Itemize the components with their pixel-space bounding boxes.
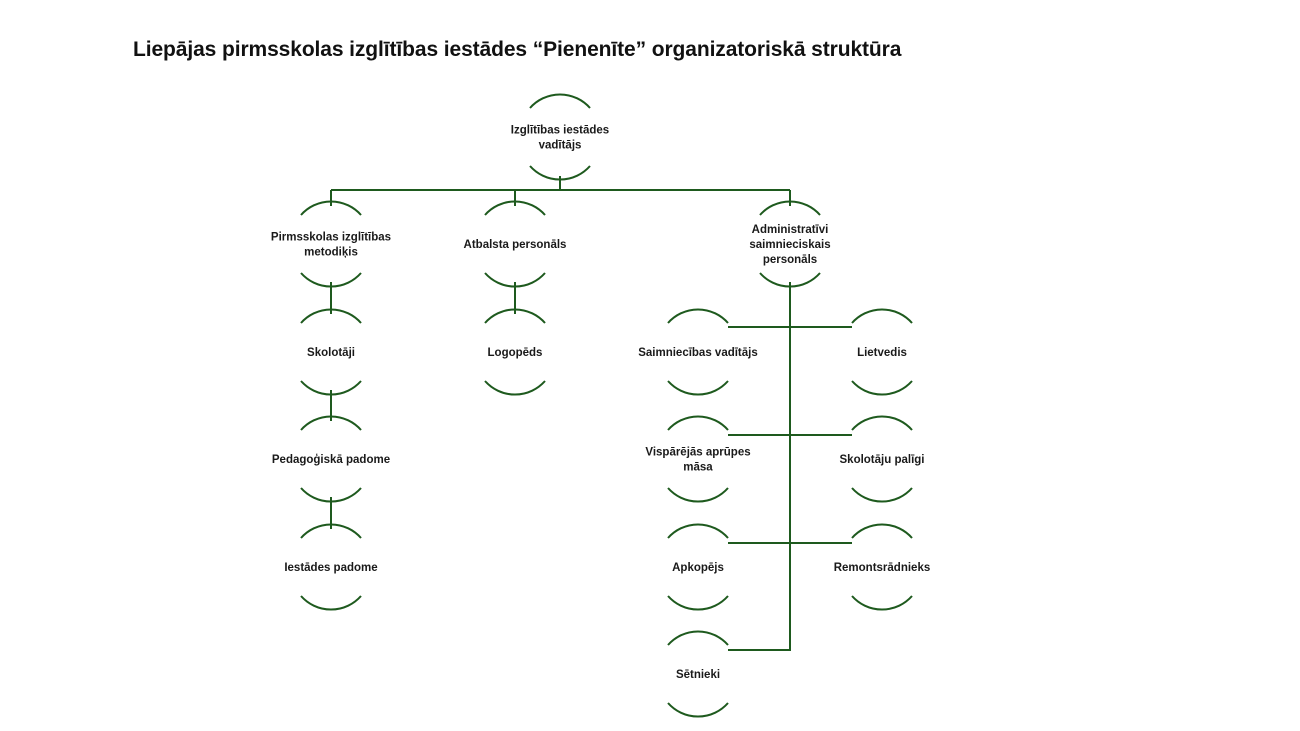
node-top-arc [300,200,362,216]
node-bottom-arc [667,702,729,718]
connector-line [728,282,791,651]
node-bottom-arc [667,595,729,611]
node-top-arc [759,200,821,216]
node-bottom-arc [759,272,821,288]
node-label: Remontsrādnieks [834,562,931,574]
org-node-nurse: Vispārējās aprūpes māsa [645,415,751,503]
node-label: Iestādes padome [284,562,377,574]
node-top-arc [300,308,362,324]
org-node-econ-manager: Saimniecības vadītājs [638,308,758,396]
node-label: Lietvedis [857,347,907,359]
node-label: Skolotāju palīgi [840,454,925,466]
org-node-clerk: Lietvedis [851,308,913,396]
node-label: Saimniecības vadītājs [638,347,758,359]
node-top-arc [300,523,362,539]
node-bottom-arc [667,380,729,396]
node-bottom-arc [851,380,913,396]
connector-lines [330,176,852,651]
org-node-repairman: Remontsrādnieks [834,523,931,611]
node-label: māsa [683,462,713,474]
node-bottom-arc [300,595,362,611]
node-bottom-arc [300,272,362,288]
org-node-cleaner: Apkopējs [667,523,729,611]
node-label: personāls [763,254,817,266]
org-node-speech: Logopēds [484,308,546,396]
node-top-arc [851,308,913,324]
node-bottom-arc [300,487,362,503]
node-label: Vispārējās aprūpes [645,447,750,459]
node-top-arc [667,415,729,431]
org-node-teachers: Skolotāji [300,308,362,396]
org-node-support: Atbalsta personāls [464,200,567,288]
node-top-arc [667,523,729,539]
node-label: saimnieciskais [749,239,830,251]
node-label: Pedagoģiskā padome [272,453,390,466]
node-bottom-arc [851,595,913,611]
node-top-arc [667,630,729,646]
node-top-arc [851,415,913,431]
node-label: Administratīvi [752,224,829,236]
node-bottom-arc [300,380,362,396]
org-node-ped-council: Pedagoģiskā padome [272,415,390,503]
node-label: Skolotāji [307,347,355,359]
node-bottom-arc [529,165,591,181]
org-node-assistants: Skolotāju palīgi [840,415,925,503]
node-label: vadītājs [539,140,582,152]
node-label: Sētnieki [676,669,720,681]
node-bottom-arc [667,487,729,503]
org-node-methodist: Pirmsskolas izglītības metodiķis [271,200,391,288]
node-top-arc [851,523,913,539]
org-node-inst-council: Iestādes padome [284,523,378,611]
node-label: Logopēds [488,347,543,359]
node-label: Pirmsskolas izglītības [271,232,391,244]
node-top-arc [529,93,591,109]
node-label: Izglītības iestādes [511,125,609,137]
node-bottom-arc [484,380,546,396]
node-top-arc [484,200,546,216]
org-node-janitors: Sētnieki [667,630,729,718]
org-node-head: Izglītības iestādes vadītājs [511,93,609,181]
node-top-arc [484,308,546,324]
page-title: Liepājas pirmsskolas izglītības iestādes… [133,38,902,61]
node-bottom-arc [484,272,546,288]
node-label: metodiķis [304,247,358,259]
node-top-arc [667,308,729,324]
node-label: Apkopējs [672,562,724,574]
node-label: Atbalsta personāls [464,239,567,251]
node-top-arc [300,415,362,431]
org-node-admin: Administratīvi saimnieciskais personāls [749,200,831,288]
node-bottom-arc [851,487,913,503]
